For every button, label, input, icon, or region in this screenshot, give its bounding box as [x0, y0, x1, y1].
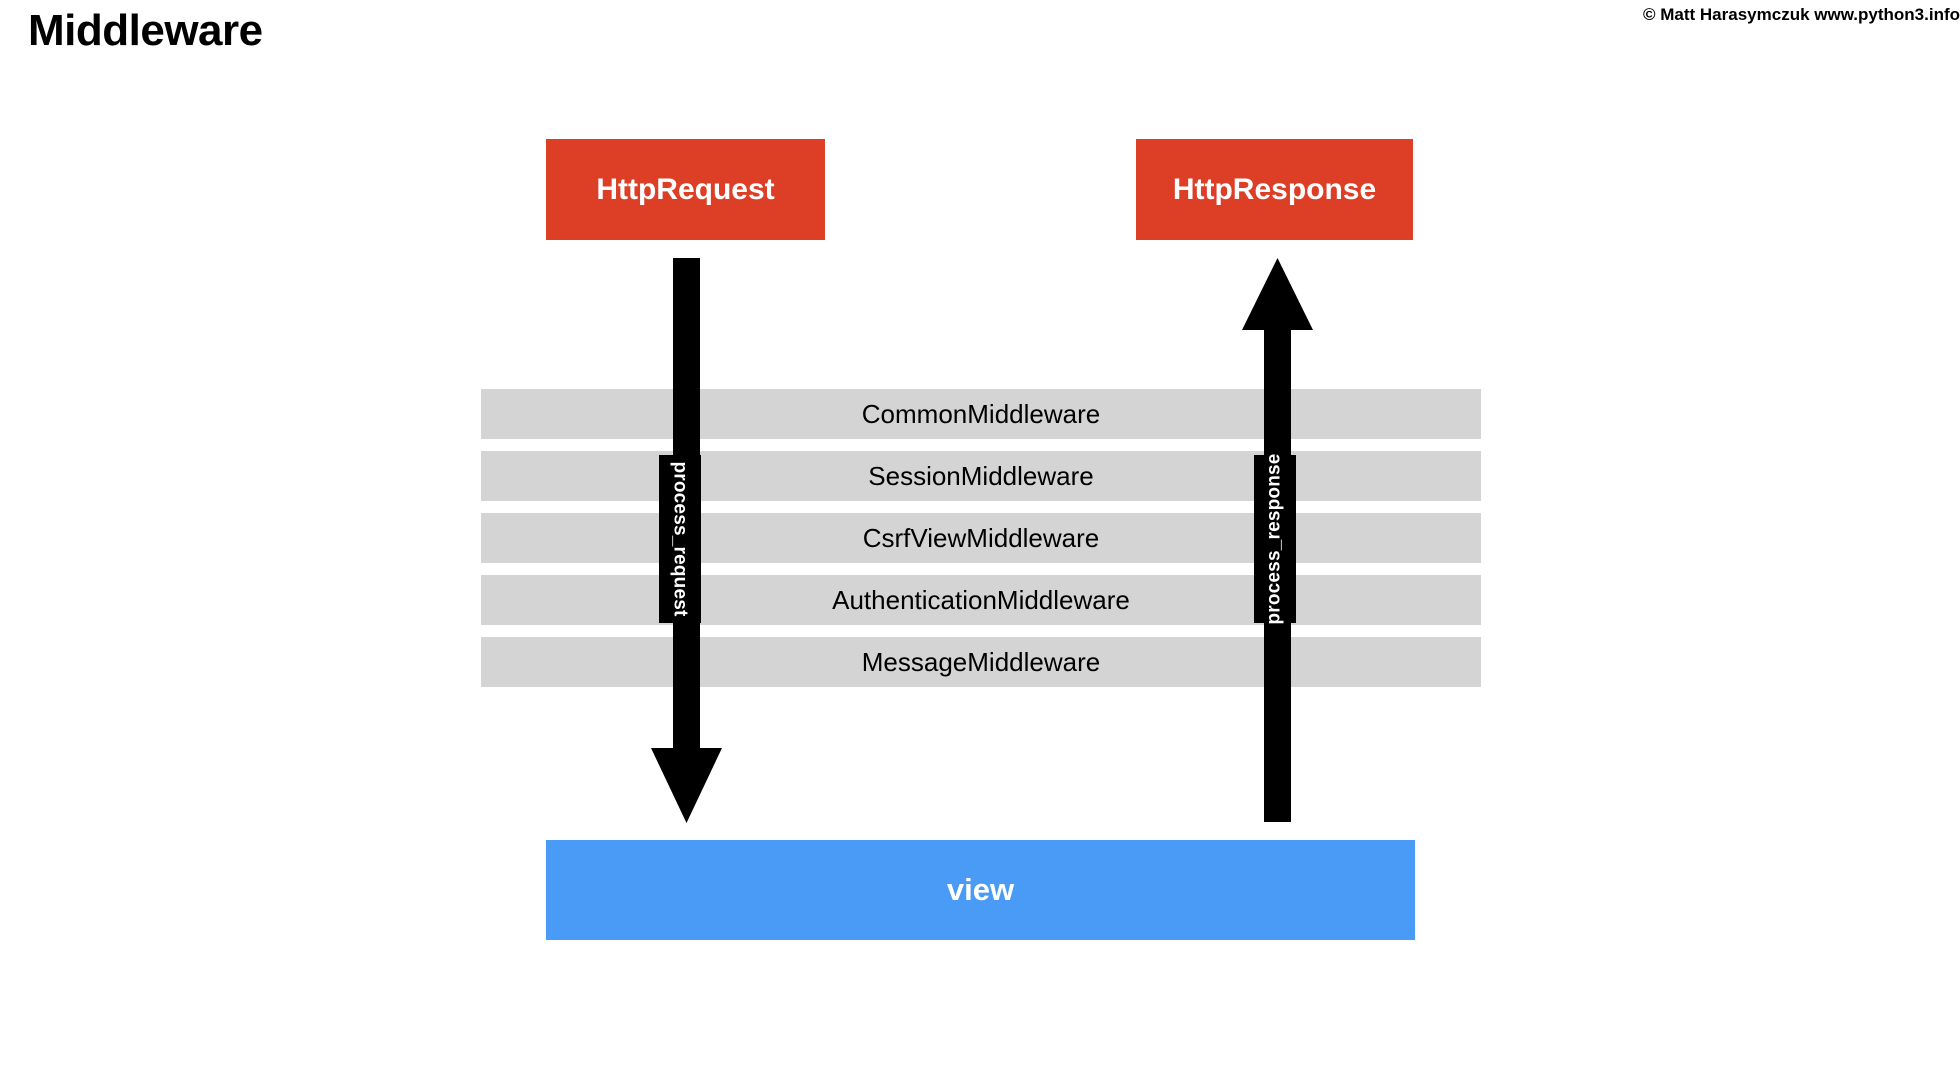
http-request-label: HttpRequest: [596, 172, 775, 206]
http-response-label: HttpResponse: [1172, 172, 1377, 206]
middleware-row-label: MessageMiddleware: [861, 646, 1101, 677]
middleware-row-label: AuthenticationMiddleware: [832, 584, 1130, 615]
process-response-label: process_response: [1254, 453, 1296, 625]
middleware-row-label: CsrfViewMiddleware: [862, 522, 1100, 553]
copyright-notice: © Matt Harasymczuk www.python3.info: [1643, 5, 1960, 24]
middleware-row: AuthenticationMiddleware: [481, 575, 1481, 625]
middleware-row: CommonMiddleware: [481, 389, 1481, 439]
http-response-box: HttpResponse: [1136, 139, 1413, 240]
middleware-row: SessionMiddleware: [481, 451, 1481, 501]
middleware-row-label: CommonMiddleware: [861, 398, 1101, 429]
middleware-stack: CommonMiddleware SessionMiddleware CsrfV…: [481, 389, 1481, 699]
middleware-row-label: SessionMiddleware: [868, 460, 1094, 491]
middleware-row: CsrfViewMiddleware: [481, 513, 1481, 563]
process-request-label: process_request: [659, 455, 701, 623]
view-label: view: [946, 872, 1015, 907]
view-box: view: [546, 840, 1415, 940]
page-title: Middleware: [28, 6, 263, 55]
process-request-label-text: process_request: [670, 461, 692, 617]
middleware-row: MessageMiddleware: [481, 637, 1481, 687]
http-request-box: HttpRequest: [546, 139, 825, 240]
process-response-label-text: process_response: [1264, 453, 1285, 625]
